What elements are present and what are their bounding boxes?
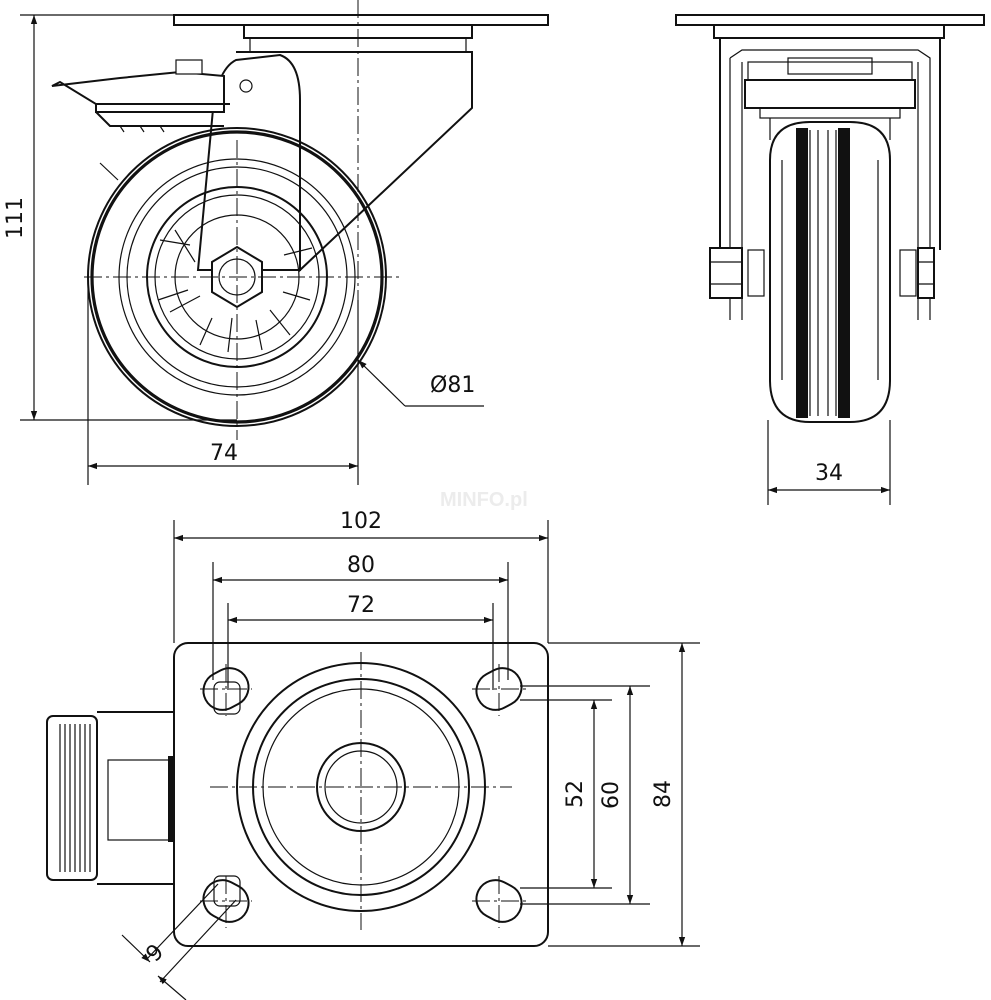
dim-total-height: 111: [3, 197, 28, 239]
dim-wheel-width: 34: [815, 461, 843, 486]
top-view: 102 80 72 52 60 84 9: [46, 509, 700, 1000]
dim-bolt-spacing-v-inner: 52: [563, 780, 588, 808]
dim-bolt-spacing-inner: 72: [347, 593, 375, 618]
side-view: 111 Ø81 74: [3, 0, 549, 485]
bolt-slots: [202, 667, 523, 923]
dim-bolt-spacing-v-outer: 60: [599, 781, 624, 809]
front-view: 34: [675, 14, 985, 505]
dim-plate-depth: 84: [651, 780, 676, 808]
dim-slot-width: 9: [142, 940, 170, 968]
dim-bolt-spacing-outer: 80: [347, 553, 375, 578]
dim-wheel-diameter: Ø81: [430, 373, 475, 398]
dim-plate-width: 102: [340, 509, 382, 534]
dim-offset: 74: [210, 441, 238, 466]
watermark: MINFO.pl: [440, 489, 528, 511]
